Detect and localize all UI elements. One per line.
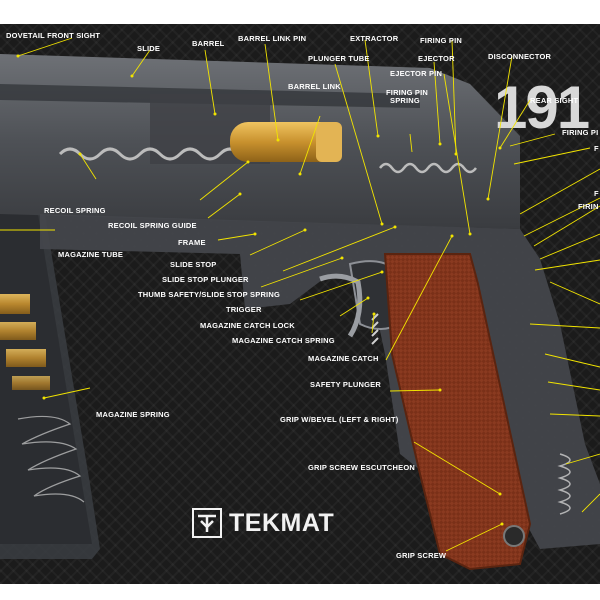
callout-magazine-spring: MAGAZINE SPRING [96, 410, 170, 419]
callout-firing-pin-spring-2: SPRING [390, 96, 420, 105]
callout-f1: F [594, 144, 599, 153]
slide-body [0, 54, 520, 229]
callout-recoil-spring: RECOIL SPRING [44, 206, 106, 215]
leader-recoil-spring [79, 153, 97, 180]
leader-barrel-link [299, 115, 321, 175]
magazine [0, 199, 100, 559]
callout-grip-w-bevel: GRIP W/BEVEL (LEFT & RIGHT) [280, 415, 399, 424]
leader-safety-plunger [385, 235, 453, 361]
leader-grip-screw [445, 523, 503, 552]
callout-magazine-catch-lock: MAGAZINE CATCH LOCK [200, 321, 295, 330]
leader-right-5 [534, 259, 600, 271]
callout-dovetail-front-sight: DOVETAIL FRONT SIGHT [6, 31, 101, 40]
callout-grip-screw-escutcheon: GRIP SCREW ESCUTCHEON [308, 463, 415, 472]
leader-dots [16, 54, 504, 526]
brand-logo: TEKMAT [192, 508, 334, 538]
pistol-cutaway-illustration: 191 [0, 37, 600, 571]
leader-recoil-guide [199, 161, 249, 201]
callout-magazine-tube: MAGAZINE TUBE [58, 250, 124, 259]
callout-frame: FRAME [178, 238, 206, 247]
leader-right-6 [549, 281, 600, 305]
callout-plunger-tube: PLUNGER TUBE [308, 54, 370, 63]
leader-ejector [433, 61, 441, 145]
leader-mag-catch [371, 313, 375, 334]
callout-barrel: BARREL [192, 39, 225, 48]
callout-ejector-pin: EJECTOR PIN [390, 69, 443, 78]
leader-f1 [513, 147, 591, 165]
leader-right-3 [533, 205, 600, 247]
leader-plunger-tube [334, 63, 383, 225]
leader-right-9 [547, 381, 600, 391]
leader-slide-stop [217, 233, 256, 241]
leader-right-1 [519, 168, 600, 215]
callout-slide-stop-plunger: SLIDE STOP PLUNGER [162, 275, 249, 284]
callout-firing-pin-spring-1: FIRING PIN [386, 88, 429, 97]
model-number: 191 [494, 74, 589, 141]
brand-name: TEKMAT [229, 508, 335, 537]
callout-disconnector: DISCONNECTOR [488, 52, 552, 61]
leader-right-11 [565, 453, 600, 465]
leader-firing-pin [451, 39, 457, 155]
leader-barrel [204, 49, 216, 115]
gun-mat: 191 [0, 24, 600, 584]
callout-thumb-safety-spring: THUMB SAFETY/SLIDE STOP SPRING [138, 290, 280, 299]
callout-slide: SLIDE [137, 44, 161, 53]
leader-right-2 [523, 197, 600, 237]
leader-trigger [260, 257, 343, 288]
leader-lines [0, 37, 600, 552]
leader-right-10 [549, 413, 600, 417]
leader-right-7 [529, 323, 600, 329]
callout-firing-pin-stop: FIRING PI [562, 128, 599, 137]
leader-right-4 [539, 233, 600, 260]
leader-slide-stop-plunger [249, 229, 306, 256]
callout-grip-screw: GRIP SCREW [396, 551, 447, 560]
leader-grip [389, 389, 441, 392]
callout-firin: FIRIN [578, 202, 599, 211]
callout-magazine-catch-spring: MAGAZINE CATCH SPRING [232, 336, 335, 345]
leader-thumb-safety [282, 226, 396, 272]
tekmat-logo-icon [192, 508, 222, 538]
leader-extractor [364, 39, 379, 137]
callout-recoil-spring-guide: RECOIL SPRING GUIDE [108, 221, 197, 230]
callout-trigger: TRIGGER [226, 305, 262, 314]
callout-firing-pin: FIRING PIN [420, 36, 463, 45]
leader-fp-spring [409, 133, 413, 153]
leader-barrel-link-pin [264, 43, 279, 141]
callout-ejector: EJECTOR [418, 54, 455, 63]
leader-dovetail [17, 37, 73, 57]
leader-grip-escutcheon [413, 441, 501, 495]
callout-slide-stop: SLIDE STOP [170, 260, 217, 269]
leader-magazine-spring [43, 387, 91, 399]
leader-right-12 [581, 493, 600, 513]
callout-f2: F [594, 189, 599, 198]
callout-barrel-link: BARREL LINK [288, 82, 341, 91]
leader-right-8 [544, 353, 600, 368]
leader-mag-catch-spring [339, 297, 369, 317]
leader-disconnector [487, 55, 513, 200]
leader-fp-stop [509, 133, 556, 147]
leader-slide [131, 49, 151, 77]
leader-rear-sight [499, 99, 531, 149]
leader-frame [207, 193, 241, 219]
callout-magazine-catch: MAGAZINE CATCH [308, 354, 379, 363]
callout-extractor: EXTRACTOR [350, 34, 399, 43]
callout-safety-plunger: SAFETY PLUNGER [310, 380, 382, 389]
callout-rear-sight: REAR SIGHT [530, 96, 579, 105]
leader-mag-catch-lock [299, 271, 383, 301]
callout-barrel-link-pin: BARREL LINK PIN [238, 34, 307, 43]
